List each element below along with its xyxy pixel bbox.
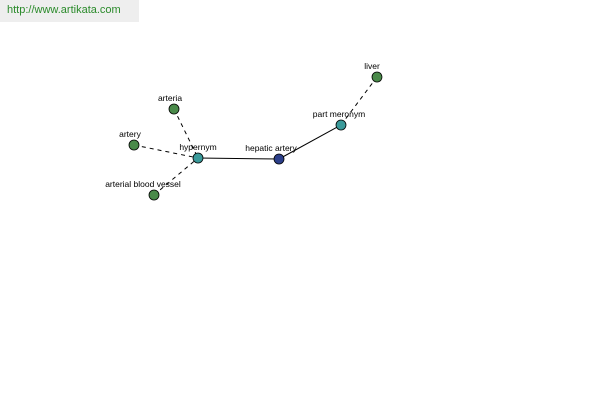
edge-center-hypernym xyxy=(197,157,280,160)
node-hypernym-dot xyxy=(192,152,204,164)
edge-part-meronym-liver xyxy=(340,76,378,126)
node-liver[interactable]: liver xyxy=(364,61,383,83)
node-arterial-blood-vessel-dot xyxy=(148,189,160,201)
edge-center-part-meronym xyxy=(278,124,342,160)
node-arterial-blood-vessel-label: arterial blood vessel xyxy=(105,179,181,189)
edge-hypernym-arterial-blood-vessel xyxy=(153,157,199,196)
node-liver-dot xyxy=(371,71,383,83)
node-arterial-blood-vessel[interactable]: arterial blood vessel xyxy=(105,179,181,201)
edge-hypernym-arteria xyxy=(173,108,199,159)
node-hepatic-artery-label: hepatic artery xyxy=(245,143,297,153)
node-part-meronym-label: part meronym xyxy=(313,109,365,119)
node-artery[interactable]: artery xyxy=(119,129,142,151)
node-artery-dot xyxy=(128,139,140,151)
watermark-link[interactable]: http://www.artikata.com xyxy=(7,4,121,16)
node-hypernym[interactable]: hypernym xyxy=(179,142,217,164)
node-artery-label: artery xyxy=(119,129,141,139)
watermark-banner: http://www.artikata.com xyxy=(0,0,139,22)
node-arteria-dot xyxy=(168,103,180,115)
node-part-meronym[interactable]: part meronym xyxy=(313,109,365,131)
node-hypernym-label: hypernym xyxy=(179,142,216,152)
node-part-meronym-dot xyxy=(335,119,347,131)
node-arteria-label: arteria xyxy=(158,93,182,103)
node-liver-label: liver xyxy=(364,61,380,71)
node-hepatic-artery[interactable]: hepatic artery xyxy=(245,143,297,165)
node-arteria[interactable]: arteria xyxy=(158,93,182,115)
node-hepatic-artery-dot xyxy=(273,153,285,165)
edge-hypernym-artery xyxy=(133,144,199,159)
